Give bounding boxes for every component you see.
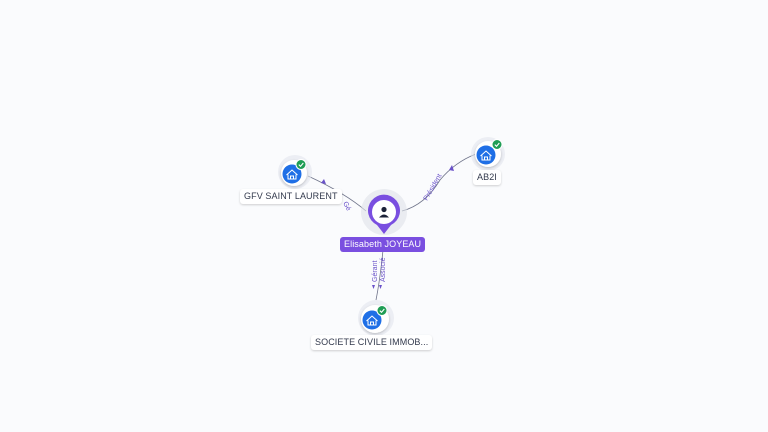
person-node[interactable] [361,189,407,235]
company-label-ab2i[interactable]: AB2I [473,170,501,185]
check-icon [295,159,307,170]
edge-label-associe: Associé [380,257,387,282]
company-label-gfv-saint-laurent[interactable]: GFV SAINT LAURENT [240,189,342,204]
edge-label-gerant: Gérant [372,261,379,282]
person-icon [379,206,389,218]
edge-label-president: Président [423,173,444,202]
arrow-icon [379,285,382,289]
edge-label-gerant-gfv: Gé [341,201,352,213]
building-icon [362,310,382,330]
company-node-societe-civile[interactable] [358,300,394,336]
building-icon [282,164,302,184]
check-icon [491,139,503,150]
person-name-label[interactable]: Elisabeth JOYEAU [340,237,426,252]
check-icon [376,305,388,316]
company-node-ab2i[interactable] [471,137,505,171]
arrow-icon [372,285,375,289]
building-icon [476,145,496,165]
arrow-icon [449,165,454,171]
company-label-societe-civile[interactable]: SOCIETE CIVILE IMMOB... [311,335,433,350]
arrow-icon [321,179,326,184]
edge-ab2i[interactable] [401,153,477,212]
edge-societe-civile[interactable] [375,249,384,301]
company-node-gfv-saint-laurent[interactable] [278,155,312,189]
